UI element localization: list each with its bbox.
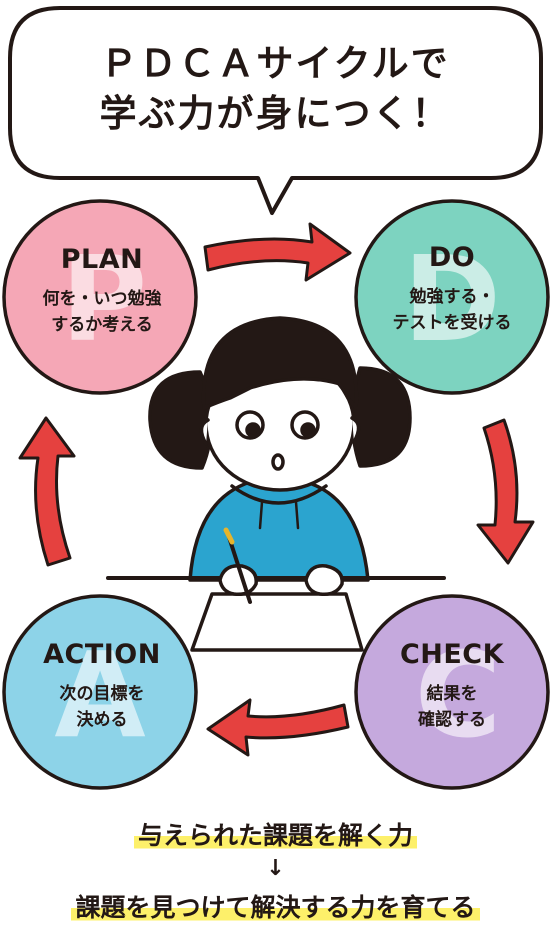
footer-line1-text: 与えられた課題を解く力 bbox=[133, 821, 417, 850]
check-letter: C bbox=[415, 626, 502, 764]
check-description: 結果を 確認する bbox=[362, 681, 542, 733]
arrow-action-to-plan bbox=[18, 416, 76, 567]
do-description: 勉強する・ テストを受ける bbox=[362, 284, 542, 336]
plan-description: 何を・いつ勉強 するか考える bbox=[12, 286, 192, 338]
footer-down-arrow-icon: ↓ bbox=[266, 856, 285, 881]
action-desc-line1: 次の目標を bbox=[59, 684, 145, 704]
plan-circle bbox=[2, 199, 198, 395]
plan-step: PLAN 何を・いつ勉強 するか考える bbox=[12, 244, 192, 338]
check-desc-line1: 結果を bbox=[426, 684, 478, 704]
plan-title: PLAN bbox=[60, 244, 144, 275]
check-step: CHECK 結果を 確認する bbox=[362, 639, 542, 733]
footer-line2: 課題を見つけて解決する力を育てる bbox=[0, 888, 551, 928]
plan-letter: P bbox=[61, 230, 147, 368]
action-title: ACTION bbox=[43, 639, 161, 670]
action-description: 次の目標を 決める bbox=[12, 681, 192, 733]
footer-line2-text: 課題を見つけて解決する力を育てる bbox=[71, 893, 480, 922]
do-desc-line2: テストを受ける bbox=[392, 313, 512, 333]
check-title: CHECK bbox=[399, 639, 505, 670]
do-circle bbox=[354, 199, 550, 395]
do-letter: D bbox=[403, 230, 501, 368]
footer-line1: 与えられた課題を解く力 bbox=[0, 818, 551, 854]
plan-desc-line2: するか考える bbox=[51, 315, 153, 335]
bubble-title-line2: 学ぶ力が身につく！ bbox=[99, 92, 451, 135]
action-letter: A bbox=[54, 626, 145, 764]
speech-bubble bbox=[8, 6, 543, 215]
bubble-title-line1: ＰＤＣＡサイクルで bbox=[100, 42, 450, 85]
check-circle bbox=[354, 594, 550, 790]
check-desc-line2: 確認する bbox=[418, 710, 486, 730]
arrow-plan-to-do bbox=[203, 222, 352, 282]
arrow-check-to-action bbox=[206, 698, 350, 757]
plan-desc-line1: 何を・いつ勉強 bbox=[42, 289, 162, 309]
do-desc-line1: 勉強する・ bbox=[409, 287, 495, 307]
do-step: DO 勉強する・ テストを受ける bbox=[362, 242, 542, 336]
do-title: DO bbox=[428, 242, 476, 273]
action-step: ACTION 次の目標を 決める bbox=[12, 639, 192, 733]
girl-illustration bbox=[106, 316, 446, 652]
action-circle bbox=[2, 594, 198, 790]
action-desc-line2: 決める bbox=[76, 710, 128, 730]
arrow-do-to-check bbox=[476, 418, 535, 565]
